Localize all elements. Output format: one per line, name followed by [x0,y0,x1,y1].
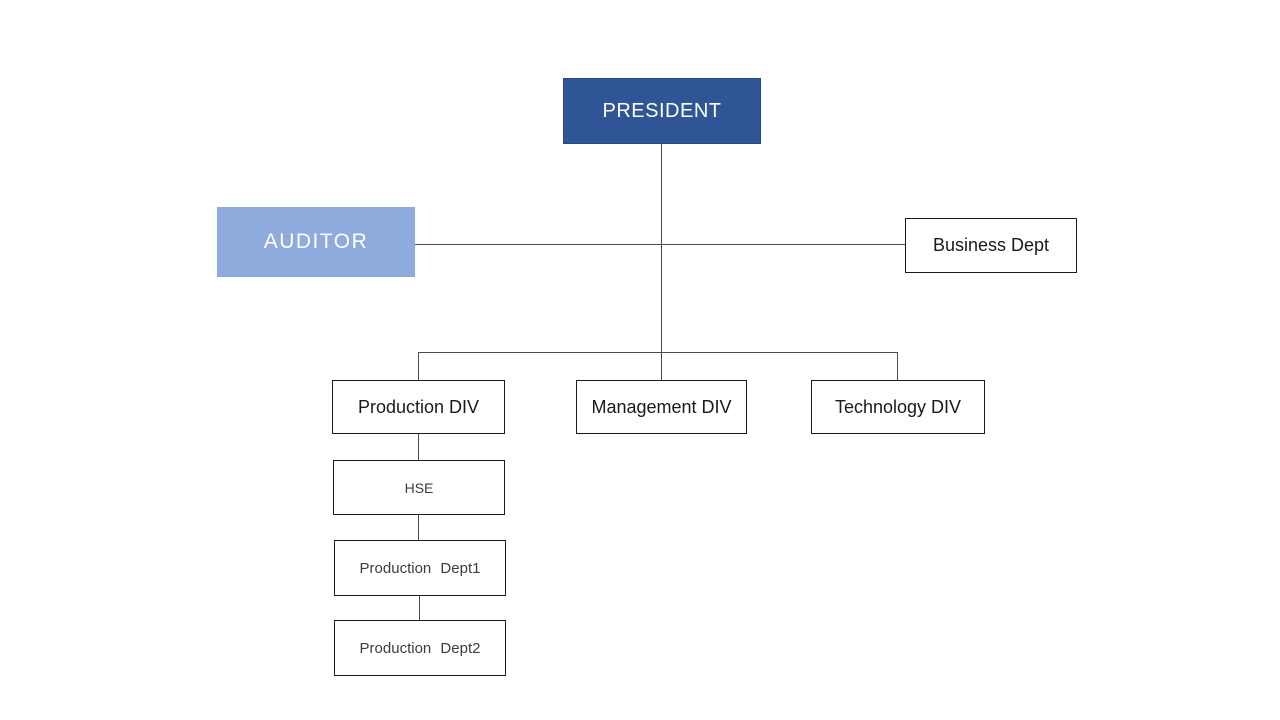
node-production-div: Production DIV [332,380,505,434]
connector-hse-dept1 [418,515,419,540]
node-technology-div: Technology DIV [811,380,985,434]
node-production-dept2: Production Dept2 [334,620,506,676]
node-management-div: Management DIV [576,380,747,434]
node-hse: HSE [333,460,505,515]
connector-auditor-business [415,244,905,245]
connector-drop-technology-div [897,352,898,380]
connector-production-hse [418,434,419,460]
node-production-dept1: Production Dept1 [334,540,506,596]
connector-dept1-dept2 [419,596,420,620]
connector-president-vertical [661,144,662,380]
connector-divisions-bus [418,352,898,353]
connector-drop-production-div [418,352,419,380]
node-president: PRESIDENT [563,78,761,144]
node-auditor: AUDITOR [217,207,415,277]
node-business-dept: Business Dept [905,218,1077,273]
